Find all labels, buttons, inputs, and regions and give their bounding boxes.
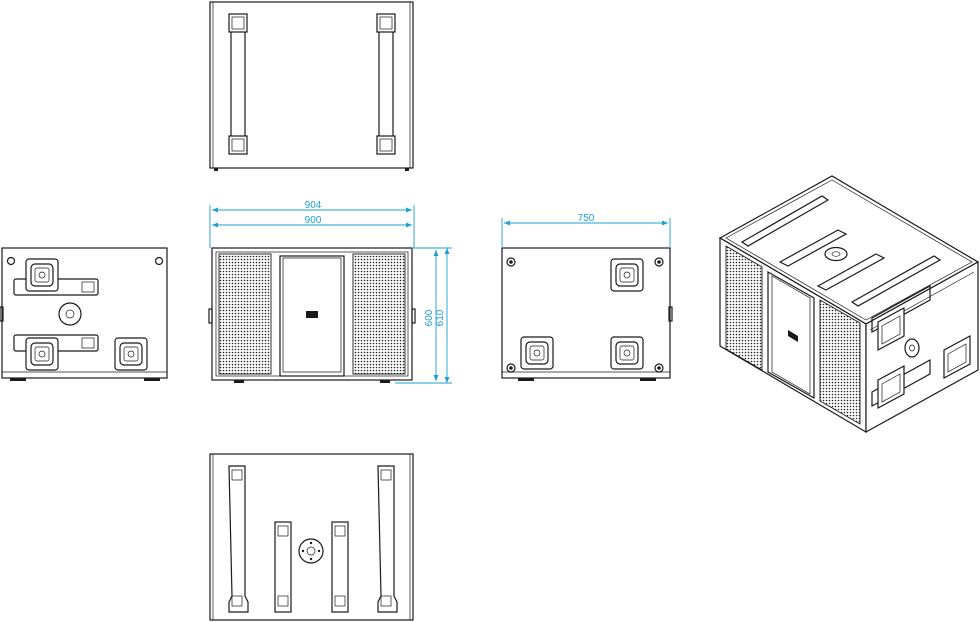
grille-right	[352, 253, 406, 375]
pole-socket-icon	[298, 538, 324, 564]
front-view	[208, 247, 416, 383]
grille-left	[218, 253, 272, 375]
isometric-view	[718, 175, 980, 434]
dim-depth: 750	[578, 213, 595, 224]
iso-grille-right	[819, 299, 861, 425]
dim-inner-width: 900	[305, 215, 322, 226]
left-side-view	[0, 247, 168, 381]
logo-badge	[306, 311, 318, 318]
right-side-view	[501, 247, 673, 381]
dim-height-outer: 610	[435, 309, 446, 326]
dim-height-inner: 600	[424, 309, 435, 326]
dimension-lines-front	[209, 205, 452, 384]
iso-grille-left	[725, 245, 763, 371]
dimension-lines-depth	[501, 218, 671, 248]
dim-outer-width: 904	[305, 200, 322, 211]
top-view	[209, 1, 414, 171]
bottom-view	[209, 453, 414, 621]
fitting-icon	[228, 13, 396, 155]
